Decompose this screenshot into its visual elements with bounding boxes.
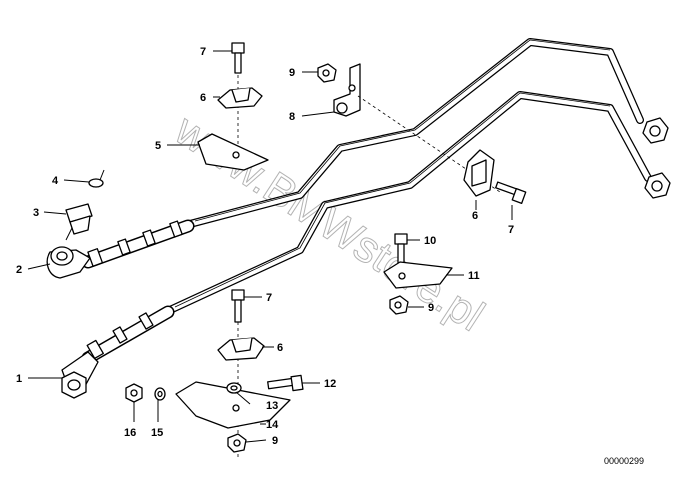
callout-7-lower: 7	[266, 292, 272, 304]
elbow-fitting-upper	[46, 246, 91, 279]
seal-ring-4	[88, 169, 105, 188]
right-bolt-7	[495, 181, 527, 204]
washer-15	[154, 387, 166, 401]
elbow-fitting-lower	[61, 351, 99, 399]
upper-bracket	[197, 133, 269, 171]
bracket-11	[383, 261, 453, 289]
callout-12: 12	[324, 378, 336, 390]
upper-hose-ferrules	[87, 220, 183, 267]
callout-9-top: 9	[289, 67, 295, 79]
callout-11: 11	[468, 270, 480, 282]
nut-9-lower	[227, 433, 247, 453]
callout-9-mid: 9	[428, 302, 434, 314]
bolt-12	[267, 374, 304, 392]
temperature-sensor	[65, 203, 93, 241]
callout-10: 10	[424, 235, 436, 247]
callout-2: 2	[16, 264, 22, 276]
nut-16	[125, 383, 143, 403]
callouts: 7 6 5 4 3 2 1 9 8 6 7 10 11 9 7 6 12 13 …	[16, 46, 514, 447]
callout-3: 3	[33, 207, 39, 219]
union-nut-lower	[644, 172, 671, 199]
callout-8: 8	[289, 111, 295, 123]
washer-13	[226, 382, 242, 394]
callout-9-lower: 9	[272, 435, 278, 447]
upper-hex-bolt	[231, 42, 245, 74]
callout-13: 13	[266, 400, 278, 412]
callout-6-lower: 6	[277, 342, 283, 354]
callout-14: 14	[266, 419, 279, 431]
callout-16: 16	[124, 427, 136, 439]
lower-bracket-14	[175, 381, 291, 429]
callout-7-right: 7	[508, 224, 514, 236]
reference-number: 00000299	[604, 456, 644, 466]
callout-5: 5	[155, 140, 161, 152]
right-bracket-8	[333, 63, 361, 117]
upper-clamp	[217, 87, 263, 109]
lower-bolt-7	[231, 289, 245, 323]
callout-15: 15	[151, 427, 163, 439]
union-nut-upper	[642, 117, 669, 144]
lower-oil-line	[81, 91, 652, 365]
callout-7-top: 7	[200, 46, 206, 58]
callout-6-right: 6	[472, 210, 478, 222]
lower-clamp-6	[217, 337, 265, 361]
callout-4: 4	[52, 175, 59, 187]
leader-lines	[27, 50, 513, 443]
right-nut-9	[317, 63, 337, 83]
right-clamp-6	[463, 149, 495, 197]
callout-1: 1	[16, 373, 22, 385]
callout-6-top: 6	[200, 92, 206, 104]
nut-9-mid	[389, 295, 409, 315]
upper-oil-line	[81, 38, 644, 269]
lower-hose-ferrules	[86, 312, 154, 360]
